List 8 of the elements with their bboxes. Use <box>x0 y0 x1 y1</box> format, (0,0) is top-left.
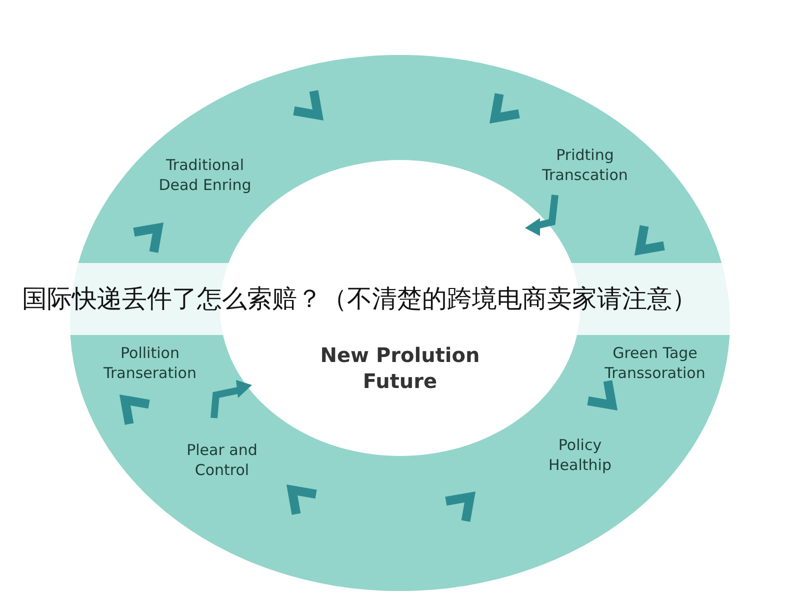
segment-label: Green Tage Transsoration <box>604 343 706 383</box>
center-label: New Prolution Future <box>320 342 480 394</box>
segment-label: Pridting Transcation <box>541 145 629 185</box>
title: 国际快递丢件了怎么索赔？（不清楚的跨境电商卖家请注意） <box>22 283 697 315</box>
segment-label: Pollition Transeration <box>102 343 198 383</box>
segment-label: Plear and Control <box>186 440 258 480</box>
segment-label: Policy Healthip <box>548 435 612 475</box>
segment-label: Traditional Dead Enring <box>158 155 252 195</box>
